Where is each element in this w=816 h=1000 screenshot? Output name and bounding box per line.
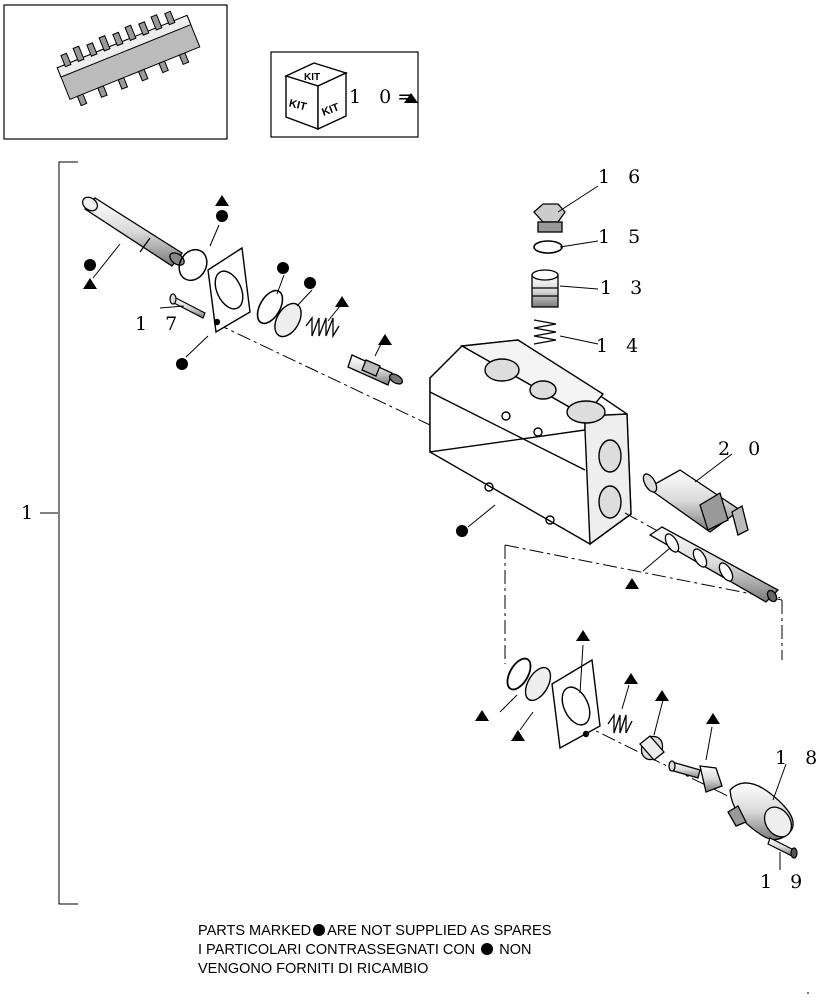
- spring-14: [533, 319, 557, 345]
- valve-bank-thumbnail-icon: [56, 10, 201, 107]
- circle-marker-icon: [481, 943, 494, 955]
- relief-valve-20: [642, 469, 749, 536]
- callout-20: 2 0: [718, 438, 766, 460]
- spool-cap: [347, 354, 404, 386]
- triangle-marker-icon: [475, 710, 489, 721]
- screw-19: [767, 837, 798, 859]
- note-line-1-prefix: PARTS MARKED: [198, 923, 312, 939]
- gasket-plate-left: [207, 246, 251, 334]
- note-line-1: PARTS MARKED ARE NOT SUPPLIED AS SPARES: [198, 922, 551, 940]
- spool-rod: [81, 196, 185, 267]
- callout-18: 1 8: [775, 747, 816, 769]
- spring-lower: [607, 712, 633, 734]
- triangle-marker-icon: [624, 673, 638, 684]
- callout-16: 1 6: [598, 166, 646, 188]
- triangle-marker-icon: [706, 713, 720, 724]
- circle-marker-icon: [313, 924, 326, 936]
- assembly-bracket: [40, 161, 78, 905]
- callout-1: 1: [21, 502, 39, 524]
- note-line-2-prefix: I PARTICOLARI CONTRASSEGNATI CON: [198, 942, 476, 958]
- stop-bolt: [668, 760, 723, 793]
- callout-17: 1 7: [135, 313, 183, 335]
- triangle-marker-icon: [215, 195, 229, 206]
- note-line-2-suffix: NON: [499, 942, 532, 958]
- seal-ring: [256, 289, 284, 325]
- washer-lower: [524, 666, 552, 702]
- spring-cup: [639, 735, 665, 761]
- note-line-2: I PARTICOLARI CONTRASSEGNATI CON NON: [198, 941, 531, 959]
- end-cap-18: [727, 782, 794, 841]
- circle-marker-icon: [456, 525, 468, 537]
- o-ring-lower: [506, 657, 532, 691]
- triangle-marker-icon: [83, 278, 97, 289]
- triangle-marker-icon: [655, 690, 669, 701]
- triangle-marker-icon: [378, 334, 392, 345]
- callout-19: 1 9: [760, 871, 808, 893]
- triangle-markers: [83, 195, 720, 741]
- circle-marker-icon: [216, 210, 228, 222]
- triangle-marker-icon: [335, 296, 349, 307]
- circle-marker-icon: [84, 259, 96, 271]
- kit-word-left: KIT: [288, 97, 308, 113]
- triangle-marker-icon: [404, 93, 418, 103]
- washer: [274, 302, 302, 338]
- poppet-13: [531, 269, 559, 308]
- scan-dot: [807, 992, 809, 994]
- o-ring-15: [533, 240, 563, 254]
- callout-14: 1 4: [596, 335, 644, 357]
- kit-cube-icon: KIT KIT KIT: [284, 62, 348, 131]
- kit-callout-label: 1 0=: [349, 86, 419, 108]
- kit-box: KIT KIT KIT 1 0=: [270, 51, 419, 138]
- triangle-marker-icon: [625, 578, 639, 589]
- triangle-marker-icon: [576, 630, 590, 641]
- spring-left: [305, 316, 340, 339]
- note-line-3: VENGONO FORNITI DI RICAMBIO: [198, 960, 428, 978]
- circle-marker-icon: [304, 277, 316, 289]
- triangle-marker-icon: [511, 730, 525, 741]
- circle-markers: [84, 210, 468, 537]
- kit-word-top: KIT: [304, 72, 320, 83]
- circle-marker-icon: [176, 358, 188, 370]
- note-line-3-text: VENGONO FORNITI DI RICAMBIO: [198, 961, 429, 977]
- callout-13: 1 3: [600, 277, 648, 299]
- circle-marker-icon: [277, 262, 289, 274]
- plug-16: [533, 203, 566, 233]
- note-line-1-suffix: ARE NOT SUPPLIED AS SPARES: [327, 923, 552, 939]
- kit-word-right: KIT: [320, 101, 341, 118]
- callout-15: 1 5: [598, 226, 646, 248]
- leader-lines: [92, 185, 787, 870]
- screw-17: [169, 293, 206, 319]
- spool-lower: [648, 526, 780, 603]
- assembly-thumbnail: [3, 4, 228, 140]
- gasket-plate-lower: [551, 658, 601, 750]
- o-ring: [178, 248, 208, 282]
- valve-section-body: [429, 339, 632, 546]
